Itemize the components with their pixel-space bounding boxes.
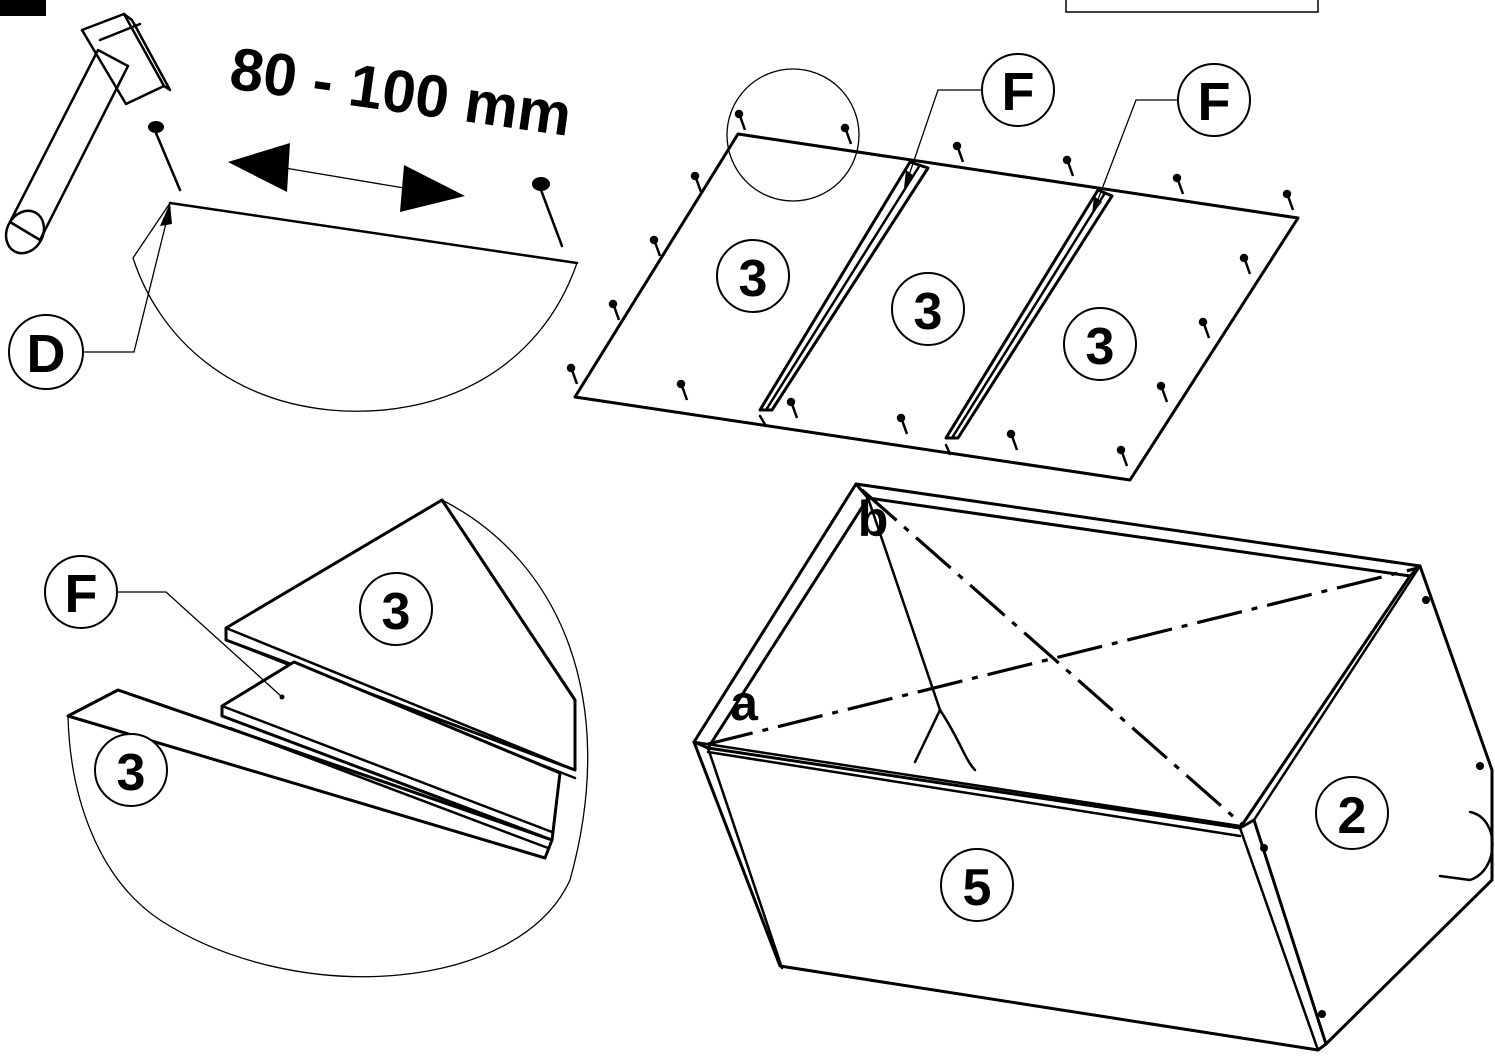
label-part-2: 2: [1338, 787, 1367, 845]
step-marker: [0, 0, 46, 16]
nail-icon: [148, 121, 182, 192]
zoom-circle: [726, 68, 860, 202]
nail-icon: [532, 177, 564, 248]
joint-detail-view: F 3 3: [44, 498, 589, 978]
label-part-3: 3: [914, 283, 943, 341]
label-f: F: [65, 564, 98, 624]
distance-label: 80 - 100 mm: [226, 35, 576, 149]
label-part-5: 5: [963, 859, 992, 917]
empty-box: [1065, 0, 1319, 13]
callout-leader: [84, 206, 171, 353]
box-left-edge: [692, 482, 870, 750]
label-f: F: [1002, 62, 1035, 122]
label-part-3: 3: [117, 744, 146, 802]
label-part-3: 3: [739, 250, 768, 308]
screw-dots: [1260, 596, 1484, 1018]
double-arrow-icon: [228, 143, 465, 212]
corner-label-b: b: [858, 491, 889, 547]
callout-circle: [8, 314, 84, 390]
hammer-icon: [4, 12, 172, 255]
callout-circle: [981, 53, 1055, 127]
box-top-rim: [854, 482, 1422, 578]
corner-label-a: a: [730, 675, 759, 731]
nail-detail-view: 80 - 100 mm D: [4, 12, 579, 412]
caster-wheel: [1438, 810, 1494, 882]
label-part-3: 3: [382, 583, 411, 641]
nail-icon: [566, 109, 1295, 467]
diagonal-a: [707, 566, 1419, 746]
diagonal-b: [860, 488, 1246, 828]
label-f: F: [1198, 72, 1231, 132]
panel-edge: [168, 201, 579, 265]
panels-joined-view: F F 3 3 3: [566, 53, 1300, 482]
box-squaring-view: b a 5 2: [692, 482, 1494, 1052]
callout-leader: [118, 591, 283, 698]
detail-lens: [132, 202, 578, 412]
callout-circle: [1177, 63, 1251, 137]
callout-leader: [1093, 99, 1178, 211]
label-part-3: 3: [1086, 318, 1115, 376]
detail-lens: [67, 499, 589, 978]
callout-circle: [44, 555, 118, 629]
callout-leader: [905, 89, 982, 185]
label-d: D: [27, 324, 66, 384]
strip-f: [220, 660, 562, 842]
